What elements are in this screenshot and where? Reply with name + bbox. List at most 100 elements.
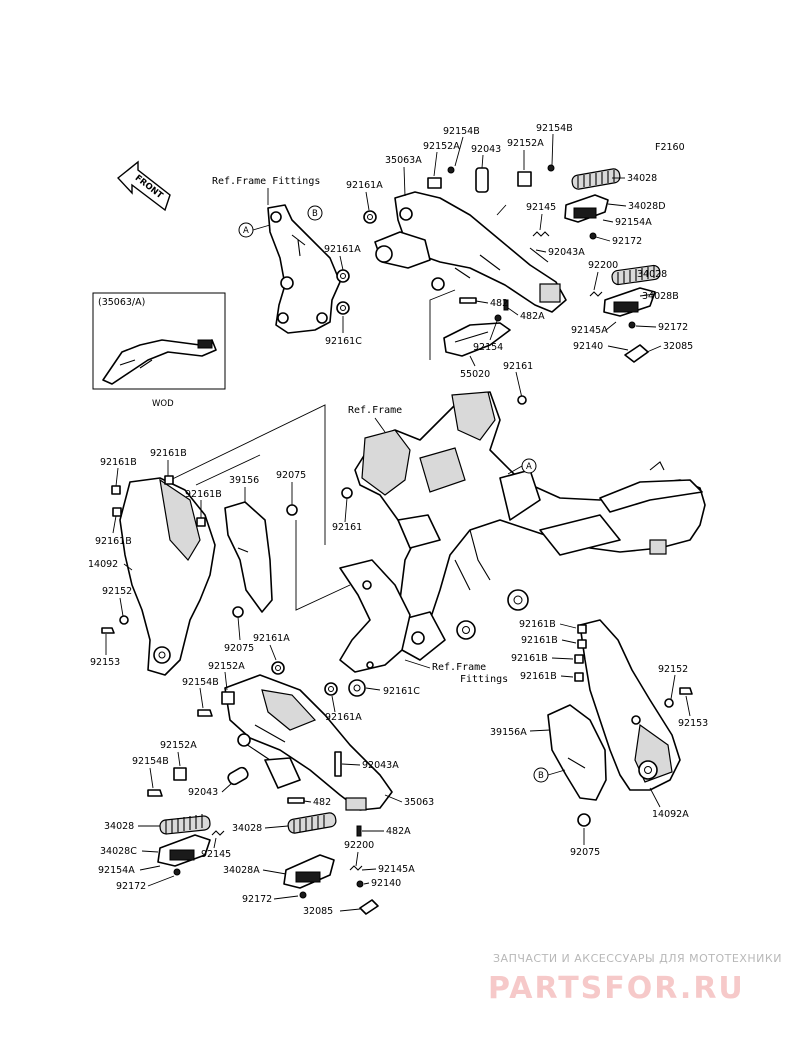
marker-a-frame: A — [521, 458, 537, 474]
svg-text:B: B — [538, 771, 544, 781]
pins-upper — [459, 232, 636, 329]
label-482: 482 — [313, 797, 331, 808]
label-92152: 92152 — [102, 586, 132, 597]
passenger-footrest-bracket-35063 — [224, 674, 393, 811]
inset-caption: WOD — [152, 399, 174, 409]
inset-box: (35063/A) — [92, 292, 226, 390]
bushing-92161-top — [517, 395, 527, 405]
ref-frame: Ref.Frame — [348, 405, 402, 416]
frame-fitting-bracket-upper — [267, 204, 341, 334]
label-92154b: 92154B — [182, 677, 219, 688]
watermark-tagline: ЗАПЧАСТИ И АКСЕССУАРЫ ДЛЯ МОТОТЕХНИКИ — [493, 952, 782, 965]
bushing-92161-frame — [341, 487, 353, 499]
label-92043a: 92043A — [362, 760, 399, 771]
label-92161b: 92161B — [185, 489, 222, 500]
label-34028: 34028 — [104, 821, 134, 832]
footpeg-body-34028d — [564, 194, 609, 223]
marker-a-top: A — [238, 222, 254, 238]
label-92200: 92200 — [588, 260, 618, 271]
label-92075: 92075 — [224, 643, 254, 654]
ref-frame-fittings-top: Ref.Frame Fittings — [212, 176, 320, 187]
label-92154b: 92154B — [443, 126, 480, 137]
label-92152a: 92152A — [423, 141, 460, 152]
label-34028d: 34028D — [628, 201, 666, 212]
springs-upper — [532, 231, 603, 297]
label-92161b: 92161B — [511, 653, 548, 664]
footpeg-rubber-lower-1 — [159, 814, 211, 835]
side-cover-14092 — [119, 477, 216, 676]
label-32085: 32085 — [663, 341, 693, 352]
label-92075: 92075 — [570, 847, 600, 858]
label-14092a: 14092A — [652, 809, 689, 820]
label-92145: 92145 — [201, 849, 231, 860]
springs-pins-lower — [173, 797, 379, 915]
svg-text:A: A — [243, 226, 249, 236]
label-92154b: 92154B — [536, 123, 573, 134]
label-92153: 92153 — [90, 657, 120, 668]
label-92161b: 92161B — [520, 671, 557, 682]
label-92161b: 92161B — [95, 536, 132, 547]
label-92145a: 92145A — [378, 864, 415, 875]
label-35063a: 35063A — [385, 155, 422, 166]
footpeg-body-34028a — [283, 854, 335, 889]
footpeg-rubber-upper-1 — [571, 168, 621, 190]
label-92152a: 92152A — [507, 138, 544, 149]
label-92043a: 92043A — [548, 247, 585, 258]
label-92153: 92153 — [678, 718, 708, 729]
frame-fitting-bracket-lower — [339, 559, 411, 673]
heat-guard-39156a — [547, 704, 607, 801]
label-32085: 32085 — [303, 906, 333, 917]
label-92172: 92172 — [242, 894, 272, 905]
front-arrow-icon: FRONT — [116, 160, 171, 212]
collars-upper — [427, 164, 555, 193]
grommets-right — [574, 624, 693, 827]
label-39156a: 39156A — [490, 727, 527, 738]
label-92161: 92161 — [503, 361, 533, 372]
label-34028c: 34028C — [100, 846, 137, 857]
label-92161a: 92161A — [324, 244, 361, 255]
label-92161b: 92161B — [150, 448, 187, 459]
side-cover-14092a — [579, 619, 681, 791]
svg-text:A: A — [526, 462, 532, 472]
label-482a: 482A — [386, 826, 411, 837]
svg-text:B: B — [312, 209, 318, 219]
label-92140: 92140 — [573, 341, 603, 352]
label-92043: 92043 — [471, 144, 501, 155]
label-92161a: 92161A — [325, 712, 362, 723]
label-34028: 34028 — [232, 823, 262, 834]
label-482: 482 — [490, 298, 508, 309]
label-92172: 92172 — [116, 881, 146, 892]
label-35063: 35063 — [404, 797, 434, 808]
marker-b-top: B — [307, 205, 323, 221]
watermark-logo: PARTSFOR.RU — [488, 971, 745, 1006]
label-92075: 92075 — [276, 470, 306, 481]
marker-b-lower: B — [533, 767, 549, 783]
label-92154: 92154 — [473, 342, 503, 353]
footpeg-body-34028c — [157, 834, 211, 867]
rider-footrest-bracket-upper — [374, 191, 567, 313]
label-92154a: 92154A — [615, 217, 652, 228]
label-55020: 55020 — [460, 369, 490, 380]
label-92161a: 92161A — [346, 180, 383, 191]
footpeg-rubber-lower-2 — [287, 812, 337, 834]
label-92154b: 92154B — [132, 756, 169, 767]
label-92172: 92172 — [612, 236, 642, 247]
label-92161b: 92161B — [100, 457, 137, 468]
label-92145a: 92145A — [571, 325, 608, 336]
footpeg-rubber-upper-2 — [611, 264, 661, 286]
guide-lines — [159, 204, 507, 611]
label-92161b: 92161B — [519, 619, 556, 630]
heat-guard-39156 — [224, 501, 273, 613]
label-92154a: 92154A — [98, 865, 135, 876]
label-482a: 482A — [520, 311, 545, 322]
figure-code: F2160 — [655, 142, 685, 153]
ref-frame-fittings-mid-2: Fittings — [460, 674, 508, 685]
label-92161b: 92161B — [521, 635, 558, 646]
label-34028b: 34028B — [642, 291, 679, 302]
bushing-92161a-upper — [336, 210, 377, 315]
label-34028: 34028 — [627, 173, 657, 184]
label-92161: 92161 — [332, 522, 362, 533]
label-92200: 92200 — [344, 840, 374, 851]
label-92172: 92172 — [658, 322, 688, 333]
bushings-lower — [147, 661, 366, 797]
